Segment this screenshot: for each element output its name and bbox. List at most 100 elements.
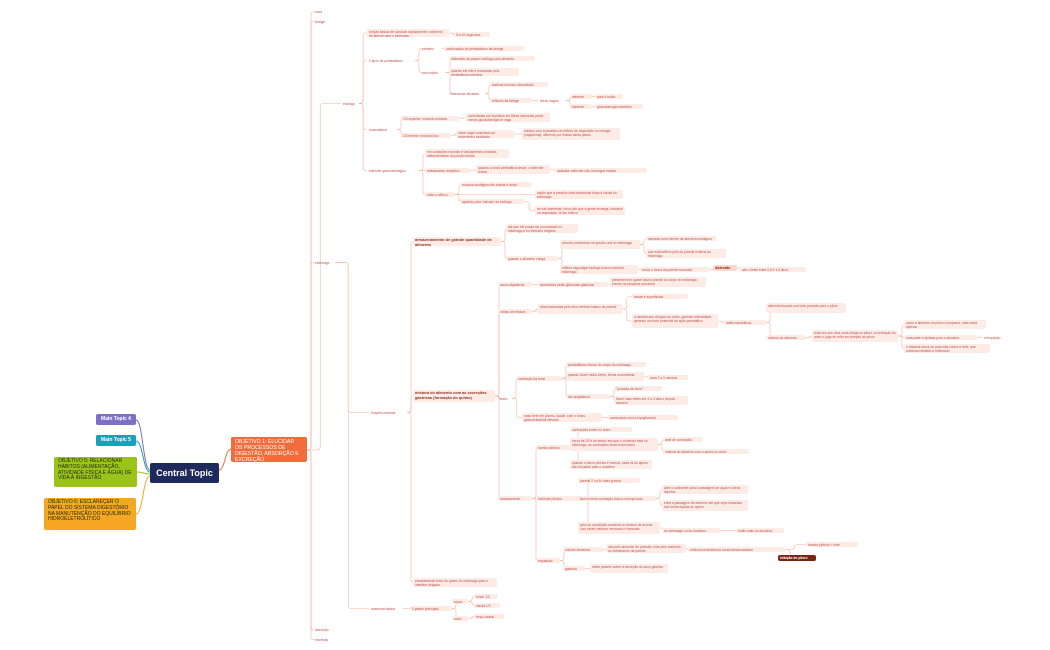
node-m2[interactable]: 2/3 inferior: músculo liso xyxy=(401,133,451,138)
node-arm2a[interactable]: circuito concêntrico na porção oral do e… xyxy=(560,240,640,249)
main-topic-4[interactable]: Main Topic 4 xyxy=(96,414,136,425)
node-arm2a1[interactable]: camada novel dentro da abertura esofágic… xyxy=(646,236,716,241)
node-sec3b[interactable]: reflexos da faringe xyxy=(490,98,532,103)
node-esf-b[interactable]: relaxamento receptivo xyxy=(425,168,471,173)
node-eferente[interactable]: eferente xyxy=(570,104,592,109)
node-ondas1a[interactable]: fracas e superficiais xyxy=(632,294,688,299)
node-ondas1[interactable]: desencadeadas pelo ritmo elétrico básico… xyxy=(538,304,622,314)
node-arm2b1[interactable]: reduz o tônus da parede muscular xyxy=(640,267,710,272)
node-bomba2a[interactable]: anel de constrição xyxy=(663,437,703,442)
node-funcoes[interactable]: funções motoras xyxy=(371,411,396,415)
node-corpo[interactable]: corpo xyxy=(452,599,468,604)
node-esf-b1[interactable]: quando a onda peristáltica desce, o esfí… xyxy=(476,165,550,174)
node-esofago[interactable]: esôfago xyxy=(343,102,355,106)
node-esf-pil3b[interactable]: muito mais do duodeno xyxy=(736,528,784,533)
objetivo-5-topic[interactable]: OBJETIVO 5: RELACIONAR HÁBITOS (ALIMENTA… xyxy=(54,457,137,487)
node-anel2a3[interactable]: o restante move-se para trás contra a fo… xyxy=(904,344,990,353)
node-esf-pil3a[interactable]: do estômago ou do duodeno xyxy=(662,528,720,533)
node-arm2[interactable]: quando o alimento chega xyxy=(506,256,558,261)
node-anel2a1[interactable]: como a abertura do piloro é pequena, mai… xyxy=(904,320,986,329)
node-bomba3[interactable]: quando o tônus pilórico é normal, cada m… xyxy=(570,460,652,469)
node-esf-d[interactable]: ajudado pela "válvula" do esôfago xyxy=(460,199,524,204)
node-m1[interactable]: 1/3 superior: músculo estriado xyxy=(401,116,459,121)
node-esf[interactable]: esfíncter gastroesofágico xyxy=(369,169,406,173)
node-contr1[interactable]: peristaltismo rítmico do corpo do estôma… xyxy=(566,362,646,367)
node-aferente[interactable]: aferente xyxy=(570,94,592,99)
node-esv[interactable]: esvaziamento xyxy=(498,496,532,501)
node-contr3[interactable]: dor epigástrica xyxy=(566,394,610,399)
node-bomba1[interactable]: contrações fortes no antro xyxy=(570,427,632,432)
node-esf-b2[interactable]: acalasia: esfíncter não consegue relaxar xyxy=(555,168,647,173)
node-antro3[interactable]: terço caudal xyxy=(474,614,504,619)
node-arm2b[interactable]: reflexo vagovagal esôfago-tronco cerebra… xyxy=(560,265,638,274)
node-anat1[interactable]: 3 partes principais xyxy=(410,606,452,611)
node-estomago[interactable]: estômago xyxy=(315,261,330,265)
node-eferente-desc[interactable]: glossofaríngeo também xyxy=(595,104,643,109)
node-esf-pil1[interactable]: parede 2 ou 5x mais grossa xyxy=(578,478,640,483)
node-reg1c[interactable]: bomba pilórica + forte xyxy=(806,542,858,547)
node-arm[interactable]: armazenamento de grande quantidade de al… xyxy=(413,237,501,246)
node-esf-pil[interactable]: esfíncter pilórico xyxy=(536,496,584,501)
node-ondas[interactable]: ondas de mistura xyxy=(498,309,532,314)
central-topic[interactable]: Central Topic xyxy=(150,463,219,483)
node-esf-a[interactable]: em condições normais é tonicamente contr… xyxy=(425,149,509,158)
node-bomba[interactable]: bomba pilórica xyxy=(536,445,574,450)
node-reg[interactable]: regulação xyxy=(536,558,560,563)
node-esf-c[interactable]: evita o refluxo xyxy=(425,192,455,197)
node-sec2[interactable]: quando ele não é esvaziado pelo peristal… xyxy=(449,68,519,76)
node-anat[interactable]: anatomia básica xyxy=(371,607,396,611)
node-contr4[interactable]: mais forte em jovens, saúde, com o tônus… xyxy=(522,413,602,422)
node-dois-tipos[interactable]: 2 tipos de peristaltismo xyxy=(369,59,403,63)
node-sec3[interactable]: estruturas ativadas xyxy=(451,92,479,96)
node-antro2[interactable]: antro xyxy=(452,616,468,621)
node-esf-pil3[interactable]: grau de constrição aumenta ou diminui de… xyxy=(578,522,660,534)
node-reg1a[interactable]: não pelo aumento de pressão, mas pelo au… xyxy=(606,544,686,553)
node-m2d[interactable]: nervo vago conectado ao mioentérico esof… xyxy=(456,130,514,138)
node-limite[interactable]: até o limite entre 0,8 e 1,5 litros xyxy=(740,267,806,272)
node-anel2a2[interactable]: uma parte é ejetada para o duodeno xyxy=(904,335,978,340)
node-primario[interactable]: primário xyxy=(422,47,434,51)
node-bomba2b[interactable]: mistura do alimento com o quimo no antro xyxy=(663,449,749,454)
node-distensao[interactable]: distensão xyxy=(713,265,737,271)
objetivo-1-topic[interactable]: OBJETIVO 1: ELUCIDAR OS PROCESSOS DE DIG… xyxy=(231,437,307,463)
node-esf-c1[interactable]: mucosa esofágica não resiste à ácido xyxy=(460,182,532,187)
node-cauda[interactable]: cauda 1/3 xyxy=(474,603,500,608)
node-esf-d1[interactable]: se não aumentar, força não que a gente e… xyxy=(535,206,625,215)
node-m2e[interactable]: mesmo com a paralisia do reflexo de degl… xyxy=(522,128,620,140)
node-aferente-desc[interactable]: para o bulbo xyxy=(595,94,623,99)
node-sucos1a[interactable]: presentes em quase toda a parede do corp… xyxy=(610,277,706,287)
node-esf-pil2a[interactable]: abre o suficiente para a passagem de águ… xyxy=(662,485,748,494)
node-contr3a[interactable]: "pontada de fome" xyxy=(614,386,662,391)
node-contr2a[interactable]: dura 2 a 3 minutos xyxy=(648,375,688,380)
node-sec1[interactable]: distensão do próprio esôfago pelo alimen… xyxy=(449,56,535,61)
node-arm1[interactable]: até que ele possa ser processado no estô… xyxy=(506,224,578,233)
node-primario-desc[interactable]: continuação do peristaltismo da faringe xyxy=(444,46,524,51)
node-secundario[interactable]: secundário xyxy=(422,71,439,75)
main-topic-5[interactable]: Main Topic 5 xyxy=(96,435,136,446)
node-sec3a[interactable]: sistema nervoso mioentérico xyxy=(490,82,548,87)
node-musculatura[interactable]: musculatura xyxy=(369,128,387,132)
node-anel2[interactable]: mistura do alimento xyxy=(766,335,806,340)
node-antro[interactable]: antro xyxy=(500,397,508,401)
node-sucos[interactable]: sucos digestivos xyxy=(498,282,532,287)
node-esf-pil2[interactable]: fica em leve contração tônica o tempo to… xyxy=(578,496,656,501)
node-faringe[interactable]: faringe xyxy=(315,20,326,24)
node-boca[interactable]: boca xyxy=(315,10,323,14)
node-contr[interactable]: contração da fome xyxy=(516,376,562,381)
node-mist[interactable]: mistura do alimento com as secreções gás… xyxy=(413,390,495,402)
node-anel1[interactable]: alimento forçado sob forte pressão para … xyxy=(766,303,846,313)
node-funcao-basica[interactable]: função básica de conduzir rapidamente o … xyxy=(367,29,449,37)
node-excrecao[interactable]: excreção xyxy=(315,638,329,642)
node-contr4a[interactable]: aumentado com a hipoglicemia xyxy=(608,415,678,420)
node-anel[interactable]: anéis constritivos xyxy=(724,320,766,325)
node-esf-pil2b[interactable]: evita a passagem de alimento até que sej… xyxy=(662,500,748,511)
node-absorcao[interactable]: absorção xyxy=(315,628,329,632)
node-bomba2[interactable]: cerca de 20% do tempo em que o conteúdo … xyxy=(570,438,658,451)
node-reg1d[interactable]: inibição do piloro xyxy=(778,555,816,561)
node-sucos1[interactable]: secretados pelas glândulas gástricas xyxy=(538,282,608,287)
node-tempo[interactable]: 5 a 10 segundos xyxy=(454,32,490,37)
node-ondas1b[interactable]: à medida que chegam ao antro, ganham int… xyxy=(632,314,718,328)
node-reg2a[interactable]: efeito potente sobre a secreção do suco … xyxy=(590,564,668,573)
node-fibras[interactable]: fibras vagais xyxy=(540,99,559,103)
node-fundo[interactable]: fundo 1/3 xyxy=(474,594,498,599)
